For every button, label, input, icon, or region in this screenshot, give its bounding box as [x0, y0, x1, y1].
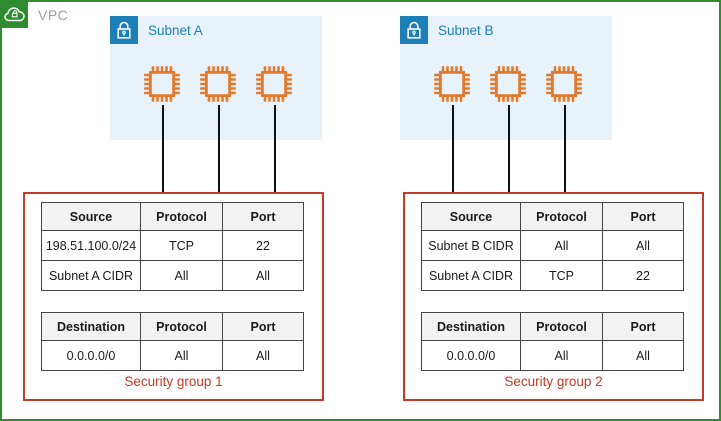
table-row: Subnet A CIDR All All — [41, 260, 304, 291]
lock-icon — [400, 16, 428, 44]
security-group-2-label: Security group 2 — [504, 374, 603, 389]
table-header-row: Destination Protocol Port — [421, 312, 684, 341]
column-header-port: Port — [222, 312, 304, 341]
sg2-outbound-rules-table: Destination Protocol Port 0.0.0.0/0 All … — [421, 312, 684, 371]
rule-cell: All — [520, 340, 603, 371]
rule-cell: All — [602, 230, 684, 261]
column-header-destination: Destination — [421, 312, 521, 341]
sg1-inbound-rules-table: Source Protocol Port 198.51.100.0/24 TCP… — [41, 202, 304, 291]
rule-cell: All — [222, 260, 304, 291]
rule-cell: All — [520, 230, 603, 261]
security-group-2-box: Source Protocol Port Subnet B CIDR All A… — [403, 192, 704, 401]
rule-cell: Subnet A CIDR — [421, 260, 521, 291]
table-header-row: Source Protocol Port — [421, 202, 684, 231]
column-header-source: Source — [421, 202, 521, 231]
rule-cell: 22 — [222, 230, 304, 261]
vpc-label: VPC — [38, 7, 69, 23]
connector-line — [564, 105, 566, 192]
ec2-instance-chip-icon — [255, 65, 293, 103]
table-row: Subnet A CIDR TCP 22 — [421, 260, 684, 291]
vpc-cloud-lock-icon — [2, 2, 28, 28]
table-header-row: Destination Protocol Port — [41, 312, 304, 341]
table-row: 0.0.0.0/0 All All — [421, 340, 684, 371]
rule-cell: Subnet B CIDR — [421, 230, 521, 261]
subnet-a-box: Subnet A — [110, 16, 322, 140]
table-row: 0.0.0.0/0 All All — [41, 340, 304, 371]
sg2-inbound-rules-table: Source Protocol Port Subnet B CIDR All A… — [421, 202, 684, 291]
rule-cell: 0.0.0.0/0 — [421, 340, 521, 371]
ec2-instance-chip-icon — [199, 65, 237, 103]
connector-line — [452, 105, 454, 192]
column-header-protocol: Protocol — [140, 202, 223, 231]
column-header-destination: Destination — [41, 312, 141, 341]
rule-cell: Subnet A CIDR — [41, 260, 141, 291]
rule-cell: TCP — [140, 230, 223, 261]
rule-cell: TCP — [520, 260, 603, 291]
table-header-row: Source Protocol Port — [41, 202, 304, 231]
connector-line — [508, 105, 510, 192]
rule-cell: All — [602, 340, 684, 371]
subnet-a-label: Subnet A — [148, 23, 203, 38]
sg1-outbound-rules-table: Destination Protocol Port 0.0.0.0/0 All … — [41, 312, 304, 371]
security-group-1-label: Security group 1 — [124, 374, 223, 389]
security-group-1-box: Source Protocol Port 198.51.100.0/24 TCP… — [23, 192, 324, 401]
table-row: 198.51.100.0/24 TCP 22 — [41, 230, 304, 261]
column-header-protocol: Protocol — [520, 202, 603, 231]
ec2-instance-chip-icon — [433, 65, 471, 103]
column-header-port: Port — [602, 202, 684, 231]
connector-line — [218, 105, 220, 192]
rule-cell: All — [140, 340, 223, 371]
lock-icon — [110, 16, 138, 44]
table-row: Subnet B CIDR All All — [421, 230, 684, 261]
rule-cell: 0.0.0.0/0 — [41, 340, 141, 371]
ec2-instance-chip-icon — [489, 65, 527, 103]
column-header-port: Port — [222, 202, 304, 231]
ec2-instance-chip-icon — [545, 65, 583, 103]
connector-line — [162, 105, 164, 192]
column-header-protocol: Protocol — [140, 312, 223, 341]
rule-cell: 198.51.100.0/24 — [41, 230, 141, 261]
subnet-b-box: Subnet B — [400, 16, 612, 140]
ec2-instance-chip-icon — [143, 65, 181, 103]
rule-cell: All — [222, 340, 304, 371]
column-header-source: Source — [41, 202, 141, 231]
subnet-b-label: Subnet B — [438, 23, 494, 38]
column-header-port: Port — [602, 312, 684, 341]
rule-cell: 22 — [602, 260, 684, 291]
rule-cell: All — [140, 260, 223, 291]
connector-line — [274, 105, 276, 192]
column-header-protocol: Protocol — [520, 312, 603, 341]
